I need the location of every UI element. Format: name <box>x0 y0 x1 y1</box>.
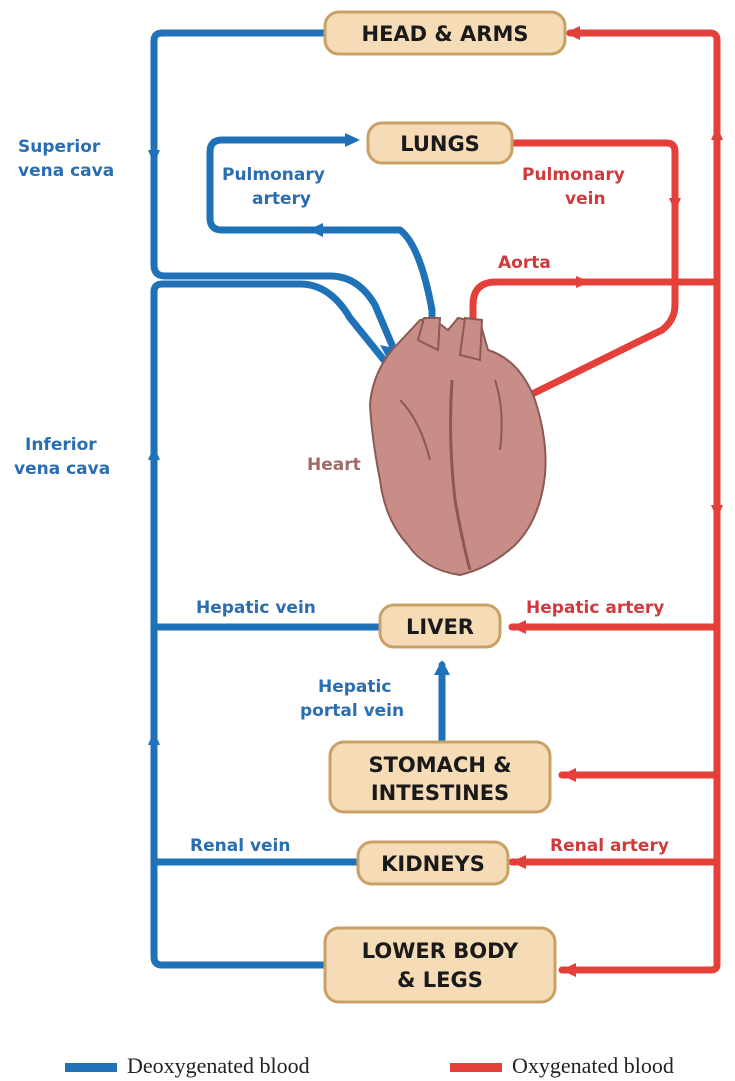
hepatic-artery-label: Hepatic artery <box>526 598 664 618</box>
organ-stomach-label-line1: STOMACH & <box>368 753 511 777</box>
renal-artery-label: Renal artery <box>550 836 669 856</box>
renal-vein-label: Renal vein <box>190 836 290 856</box>
superior-vena-cava-label-line2: vena cava <box>18 161 114 181</box>
lower-body-artery-arrow <box>561 963 576 977</box>
artery-arrow-down <box>711 505 723 519</box>
pulmonary-vein-arrow <box>669 198 681 212</box>
hepatic-artery-arrow <box>511 620 526 634</box>
hepatic-vein-label: Hepatic vein <box>196 598 316 618</box>
head-arms-arrow <box>565 26 580 40</box>
pulmonary-artery-label-line2: artery <box>252 189 311 209</box>
organ-head-arms: HEAD & ARMS <box>325 12 565 54</box>
organ-head-arms-label: HEAD & ARMS <box>362 22 529 46</box>
lungs-entry-arrow <box>345 133 360 147</box>
legend-oxygenated-label: Oxygenated blood <box>512 1053 674 1078</box>
organ-lower-body-label-line2: & LEGS <box>397 968 483 992</box>
organ-kidneys: KIDNEYS <box>358 842 508 884</box>
organ-kidneys-label: KIDNEYS <box>381 852 485 876</box>
pulmonary-artery-label-line1: Pulmonary <box>222 165 325 185</box>
hepatic-portal-vein-label-line1: Hepatic <box>318 677 391 697</box>
heart-illustration <box>370 318 546 575</box>
organ-liver-label: LIVER <box>406 615 474 639</box>
aorta-arrow <box>576 276 590 288</box>
organ-lower-body-legs: LOWER BODY & LEGS <box>325 928 555 1002</box>
organ-liver: LIVER <box>380 605 500 647</box>
inferior-arrow-1 <box>148 446 160 460</box>
artery-arrow-up <box>711 126 723 140</box>
heart-vessel-stub-right <box>460 318 482 360</box>
heart-shape <box>370 318 546 575</box>
organ-stomach-intestines: STOMACH & INTESTINES <box>330 742 550 812</box>
superior-vena-cava-label-line1: Superior <box>18 137 101 157</box>
legend: Deoxygenated blood Oxygenated blood <box>65 1053 674 1078</box>
renal-artery-arrow <box>511 855 526 869</box>
hepatic-portal-vein-label-line2: portal vein <box>300 701 404 721</box>
legend-deoxygenated-label: Deoxygenated blood <box>127 1053 310 1078</box>
organ-lungs: LUNGS <box>368 123 512 163</box>
aorta-label: Aorta <box>498 253 551 273</box>
stomach-artery-arrow <box>561 768 576 782</box>
pulmonary-artery-arrow <box>308 223 323 237</box>
heart-label: Heart <box>307 455 361 475</box>
inferior-vena-cava-label-line2: vena cava <box>14 459 110 479</box>
legend-oxygenated-swatch <box>450 1063 502 1072</box>
pulmonary-vein-label-line1: Pulmonary <box>522 165 625 185</box>
inferior-vena-cava-label-line1: Inferior <box>25 435 97 455</box>
inferior-arrow-2 <box>148 731 160 745</box>
superior-arrow <box>148 150 160 164</box>
organ-stomach-label-line2: INTESTINES <box>371 781 509 805</box>
aorta-vessel <box>473 282 717 330</box>
organ-lower-body-label-line1: LOWER BODY <box>362 939 519 963</box>
pulmonary-vein-label-line2: vein <box>565 189 606 209</box>
organ-lungs-label: LUNGS <box>400 132 480 156</box>
hepatic-portal-arrow <box>434 660 450 675</box>
lower-body-artery-vessel <box>562 965 717 970</box>
legend-deoxygenated-swatch <box>65 1063 117 1072</box>
